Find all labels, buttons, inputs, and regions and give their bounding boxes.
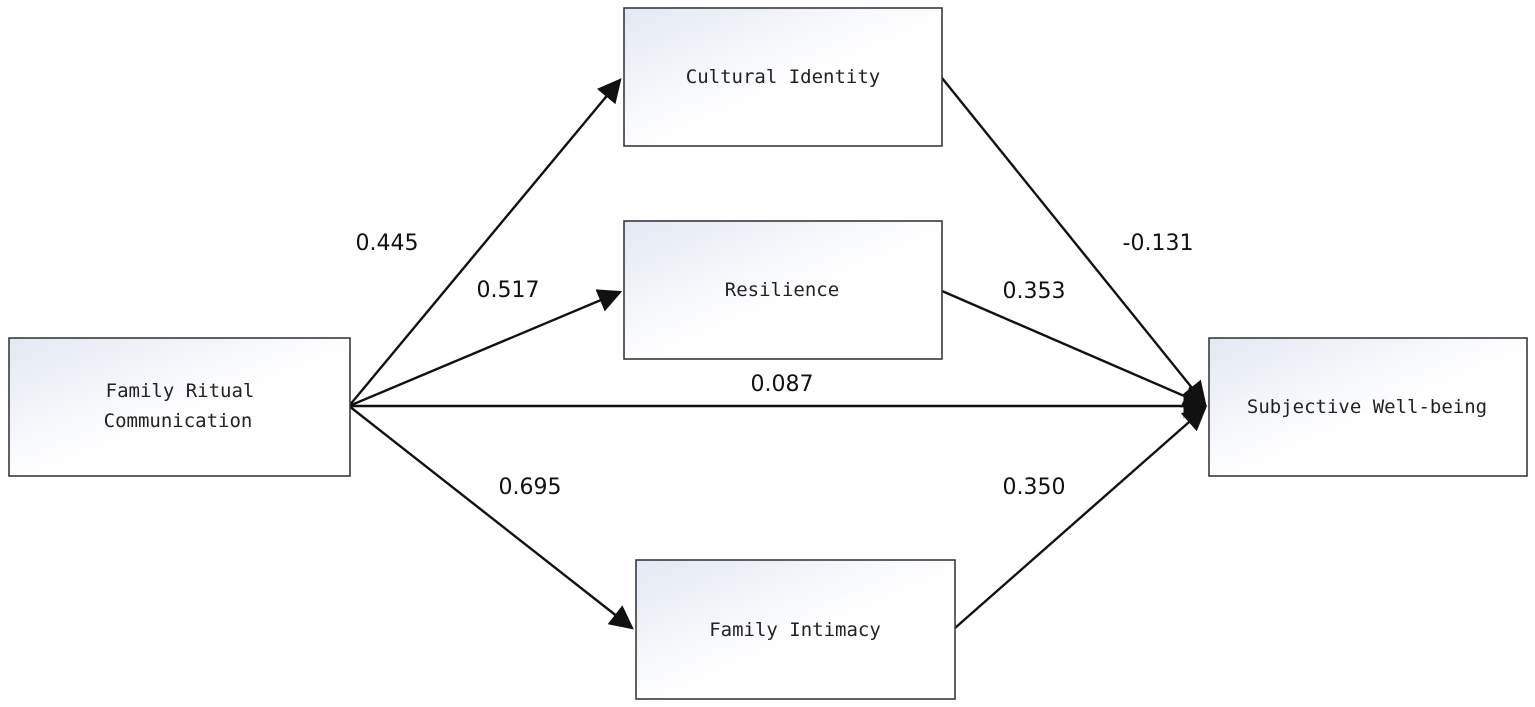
coef-fi-swb: 0.350 bbox=[1003, 475, 1066, 500]
node-box bbox=[623, 220, 943, 360]
node-label: Family Intimacy bbox=[709, 619, 881, 641]
edge-frc-ci bbox=[348, 78, 622, 407]
edge-fi-swb bbox=[954, 406, 1207, 629]
coef-frc-ci: 0.445 bbox=[356, 231, 419, 256]
node-label: Cultural Identity bbox=[686, 66, 880, 88]
coef-frc-fi: 0.695 bbox=[499, 475, 562, 500]
node-resilience: Resilience bbox=[623, 220, 943, 360]
node-label-line-1: Family Ritual bbox=[106, 380, 255, 402]
coef-frc-swb: 0.087 bbox=[751, 372, 814, 397]
edge-res-swb bbox=[941, 289, 1208, 408]
coef-frc-res: 0.517 bbox=[477, 278, 540, 303]
node-label-line-2: Communication bbox=[104, 410, 253, 432]
node-subjective-well-being: Subjective Well-being bbox=[1208, 337, 1528, 477]
node-label: Subjective Well-being bbox=[1247, 396, 1487, 418]
coef-ci-swb: -0.131 bbox=[1123, 231, 1194, 256]
path-coefficients: 0.445 0.517 0.087 0.695 -0.131 0.353 0.3… bbox=[356, 231, 1194, 500]
edge-frc-res bbox=[348, 289, 623, 408]
node-box bbox=[623, 7, 943, 147]
node-family-intimacy: Family Intimacy bbox=[635, 559, 956, 700]
node-box bbox=[8, 337, 351, 477]
coef-res-swb: 0.353 bbox=[1003, 279, 1066, 304]
node-cultural-identity: Cultural Identity bbox=[623, 7, 943, 147]
edge-frc-fi bbox=[348, 405, 634, 630]
node-label: Resilience bbox=[725, 279, 839, 301]
node-family-ritual-communication: Family Ritual Communication bbox=[8, 337, 351, 477]
edge-ci-swb bbox=[941, 77, 1207, 406]
edges bbox=[348, 77, 1208, 630]
node-box bbox=[635, 559, 956, 700]
node-box bbox=[1208, 337, 1528, 477]
